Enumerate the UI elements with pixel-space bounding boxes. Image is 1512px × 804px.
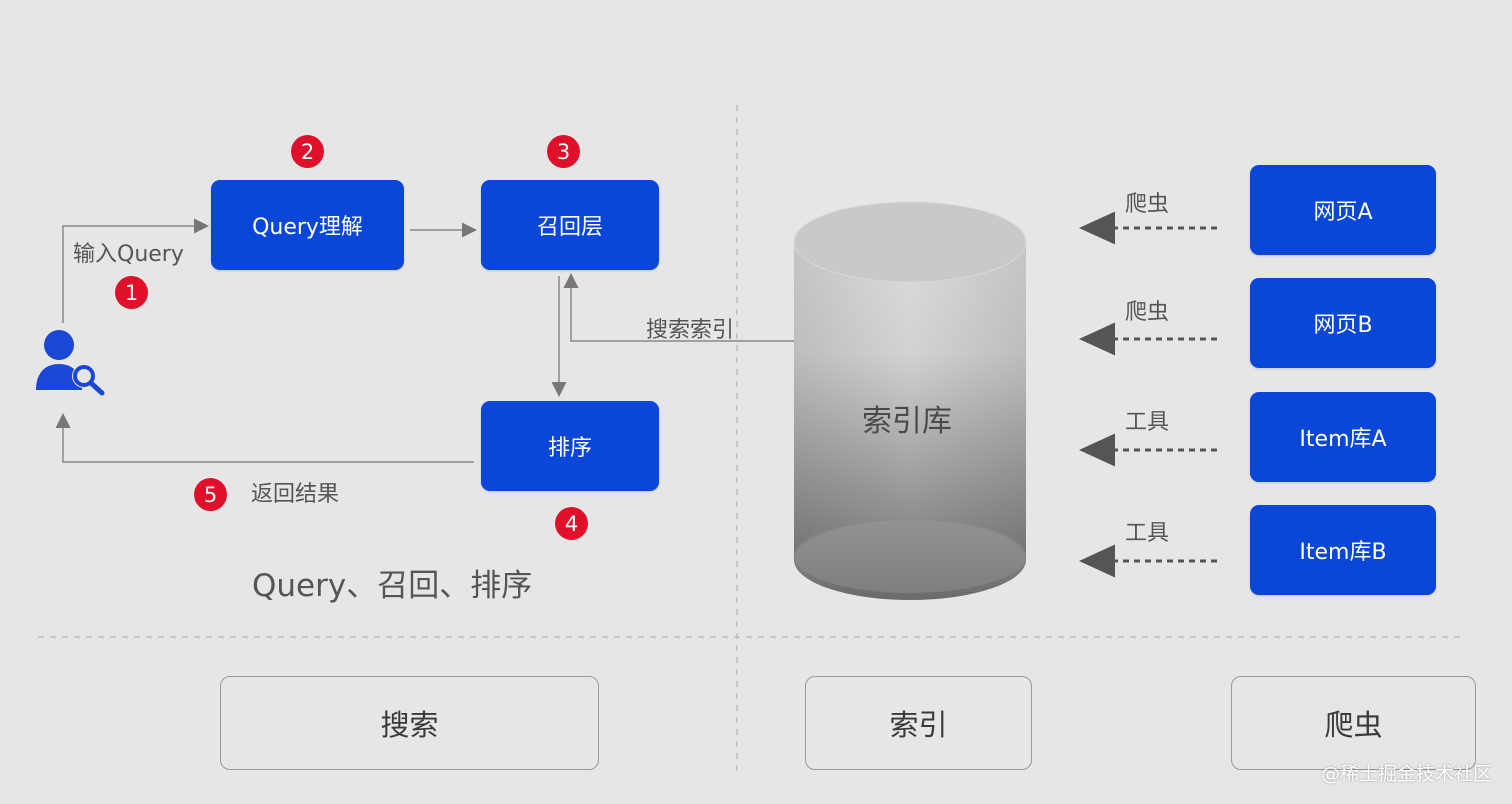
crawler-label-1: 爬虫 bbox=[1125, 192, 1170, 217]
recall-layer-box[interactable]: 召回层 bbox=[481, 180, 659, 270]
user-search-icon bbox=[34, 326, 106, 396]
input-query-label: 输入Query bbox=[73, 242, 184, 267]
source-item-db-b[interactable]: Item库B bbox=[1250, 505, 1436, 595]
step-badge-5: 5 bbox=[194, 478, 227, 511]
step-badge-4: 4 bbox=[555, 507, 588, 540]
crawler-label-4: 工具 bbox=[1125, 521, 1170, 546]
watermark-text: @稀土掘金技术社区 bbox=[1320, 763, 1492, 785]
search-section-caption: Query、召回、排序 bbox=[252, 568, 533, 604]
return-results-label: 返回结果 bbox=[251, 482, 340, 507]
source-item-db-a[interactable]: Item库A bbox=[1250, 392, 1436, 482]
crawler-label-2: 爬虫 bbox=[1125, 300, 1170, 325]
source-webpage-a[interactable]: 网页A bbox=[1250, 165, 1436, 255]
ranking-box[interactable]: 排序 bbox=[481, 401, 659, 491]
index-db-label: 索引库 bbox=[862, 404, 952, 439]
query-understanding-box[interactable]: Query理解 bbox=[211, 180, 404, 270]
index-db-cylinder bbox=[793, 201, 1027, 600]
return-results-arrow bbox=[55, 413, 474, 463]
footer-search-box[interactable]: 搜索 bbox=[220, 676, 599, 770]
crawler-label-3: 工具 bbox=[1125, 410, 1170, 435]
step-badge-2: 2 bbox=[291, 135, 324, 168]
step-badge-3: 3 bbox=[547, 135, 580, 168]
input-query-arrow bbox=[62, 218, 209, 323]
source-webpage-b[interactable]: 网页B bbox=[1250, 278, 1436, 368]
footer-crawler-box[interactable]: 爬虫 bbox=[1231, 676, 1476, 770]
step-badge-1: 1 bbox=[115, 276, 148, 309]
search-index-arrow bbox=[563, 273, 795, 342]
search-index-label: 搜索索引 bbox=[646, 318, 735, 343]
footer-index-box[interactable]: 索引 bbox=[805, 676, 1032, 770]
